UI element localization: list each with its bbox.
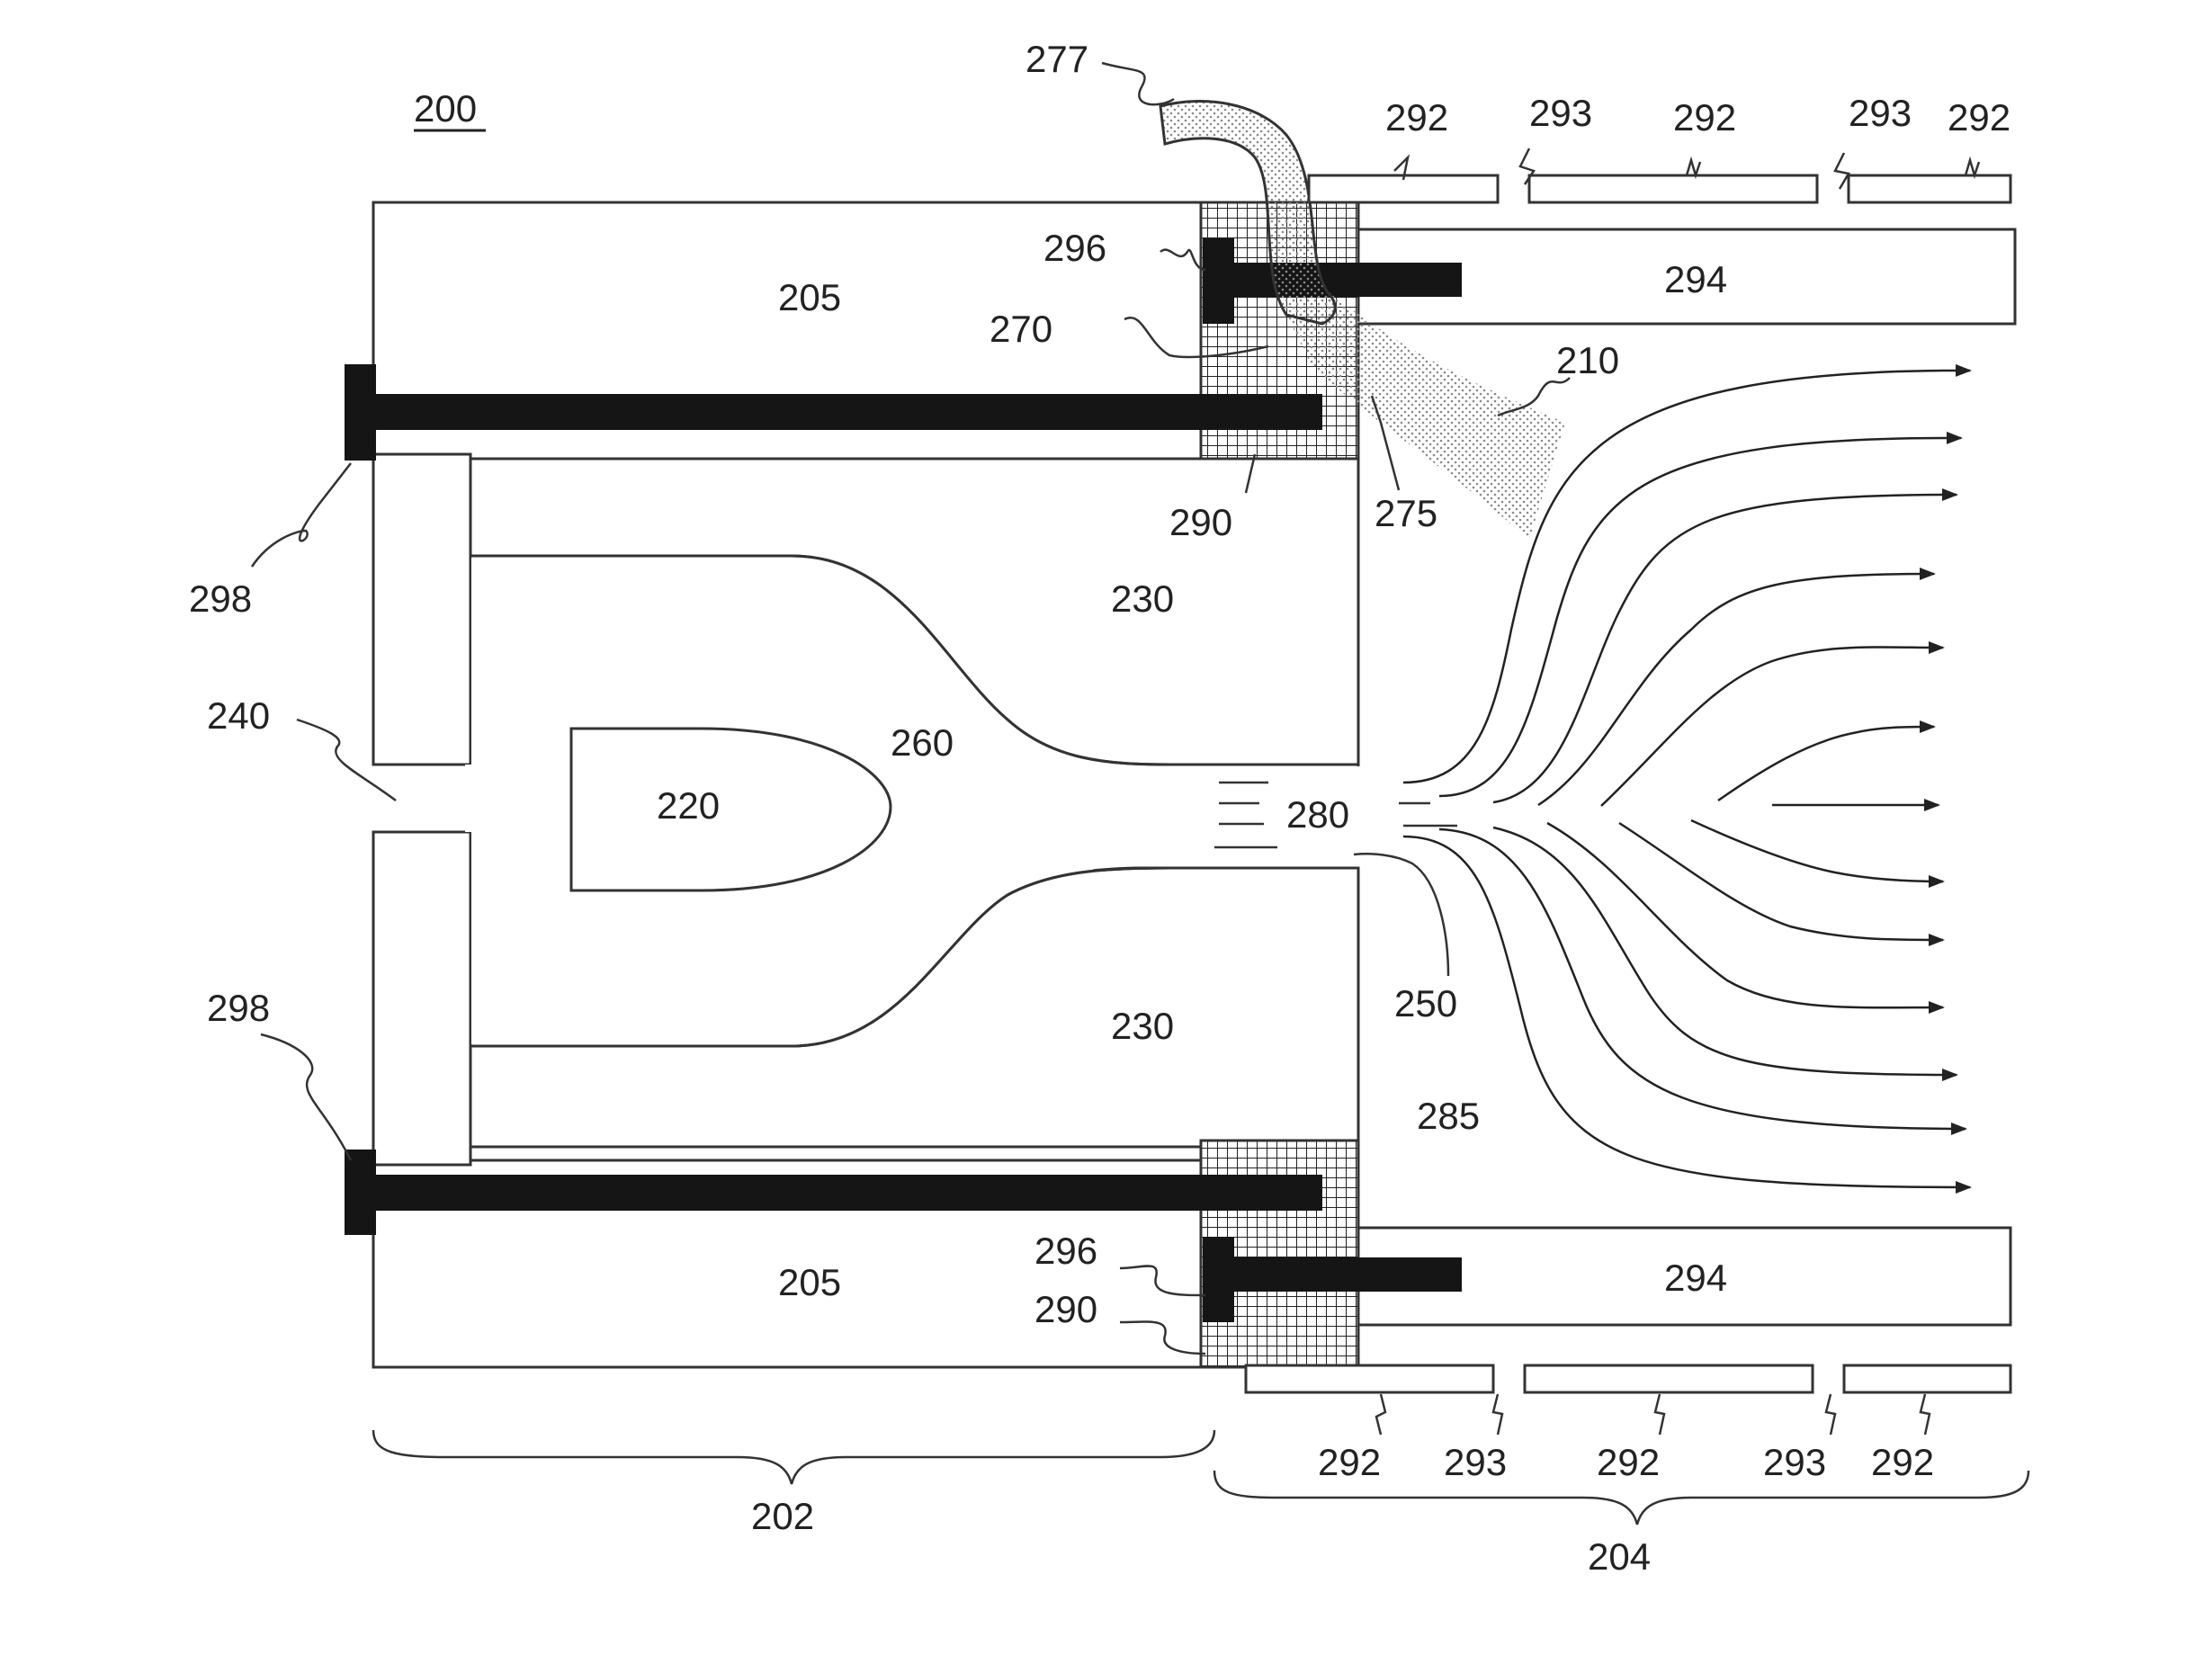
label-202: 202 — [751, 1495, 814, 1537]
label-296-upper: 296 — [1043, 227, 1106, 269]
label-230-upper: 230 — [1111, 577, 1174, 620]
rod-upper — [373, 394, 1322, 430]
label-298-upper: 298 — [189, 577, 252, 620]
label-298-lower: 298 — [207, 987, 270, 1029]
label-292-top-b: 292 — [1673, 96, 1736, 139]
label-205-lower: 205 — [778, 1261, 841, 1303]
strip-292-bot-c — [1844, 1365, 2011, 1392]
label-292-top-c: 292 — [1948, 96, 2011, 139]
label-285: 285 — [1417, 1095, 1480, 1137]
left-wall-upper — [373, 454, 470, 765]
label-292-bot-b: 292 — [1597, 1441, 1660, 1483]
label-280: 280 — [1286, 793, 1349, 836]
rod-lower — [373, 1175, 1322, 1211]
label-293-top-a: 293 — [1529, 92, 1592, 134]
strip-292-bot-a — [1246, 1365, 1493, 1392]
figure-number: 200 — [414, 87, 477, 130]
strip-292-bot-b — [1525, 1365, 1813, 1392]
label-292-top-a: 292 — [1385, 96, 1448, 139]
brace-202 — [373, 1430, 1214, 1484]
mount-298-upper — [345, 364, 376, 461]
label-275: 275 — [1375, 492, 1437, 534]
label-290-lower: 290 — [1034, 1288, 1097, 1330]
pin-lower — [1228, 1257, 1462, 1292]
label-293-top-b: 293 — [1849, 92, 1912, 134]
label-210: 210 — [1556, 339, 1619, 381]
label-220: 220 — [657, 784, 720, 827]
label-293-bot-b: 293 — [1763, 1441, 1826, 1483]
label-270: 270 — [990, 308, 1052, 350]
mount-298-lower — [345, 1150, 376, 1235]
label-230-lower: 230 — [1111, 1005, 1174, 1047]
label-290-upper: 290 — [1169, 501, 1232, 543]
label-260: 260 — [891, 721, 954, 764]
label-293-bot-a: 293 — [1444, 1441, 1507, 1483]
strip-292-top-c — [1849, 175, 2011, 202]
label-277: 277 — [1025, 38, 1088, 80]
left-wall-lower — [373, 832, 470, 1165]
strip-292-top-b — [1529, 175, 1817, 202]
pin-upper — [1228, 263, 1462, 297]
label-292-bot-a: 292 — [1318, 1441, 1381, 1483]
label-250: 250 — [1394, 982, 1457, 1024]
label-204: 204 — [1588, 1535, 1651, 1578]
label-296-lower: 296 — [1034, 1230, 1097, 1272]
label-294-upper: 294 — [1664, 258, 1727, 300]
label-205-upper: 205 — [778, 276, 841, 318]
label-292-bot-c: 292 — [1871, 1441, 1934, 1483]
label-240: 240 — [207, 694, 270, 737]
label-294-lower: 294 — [1664, 1257, 1727, 1299]
